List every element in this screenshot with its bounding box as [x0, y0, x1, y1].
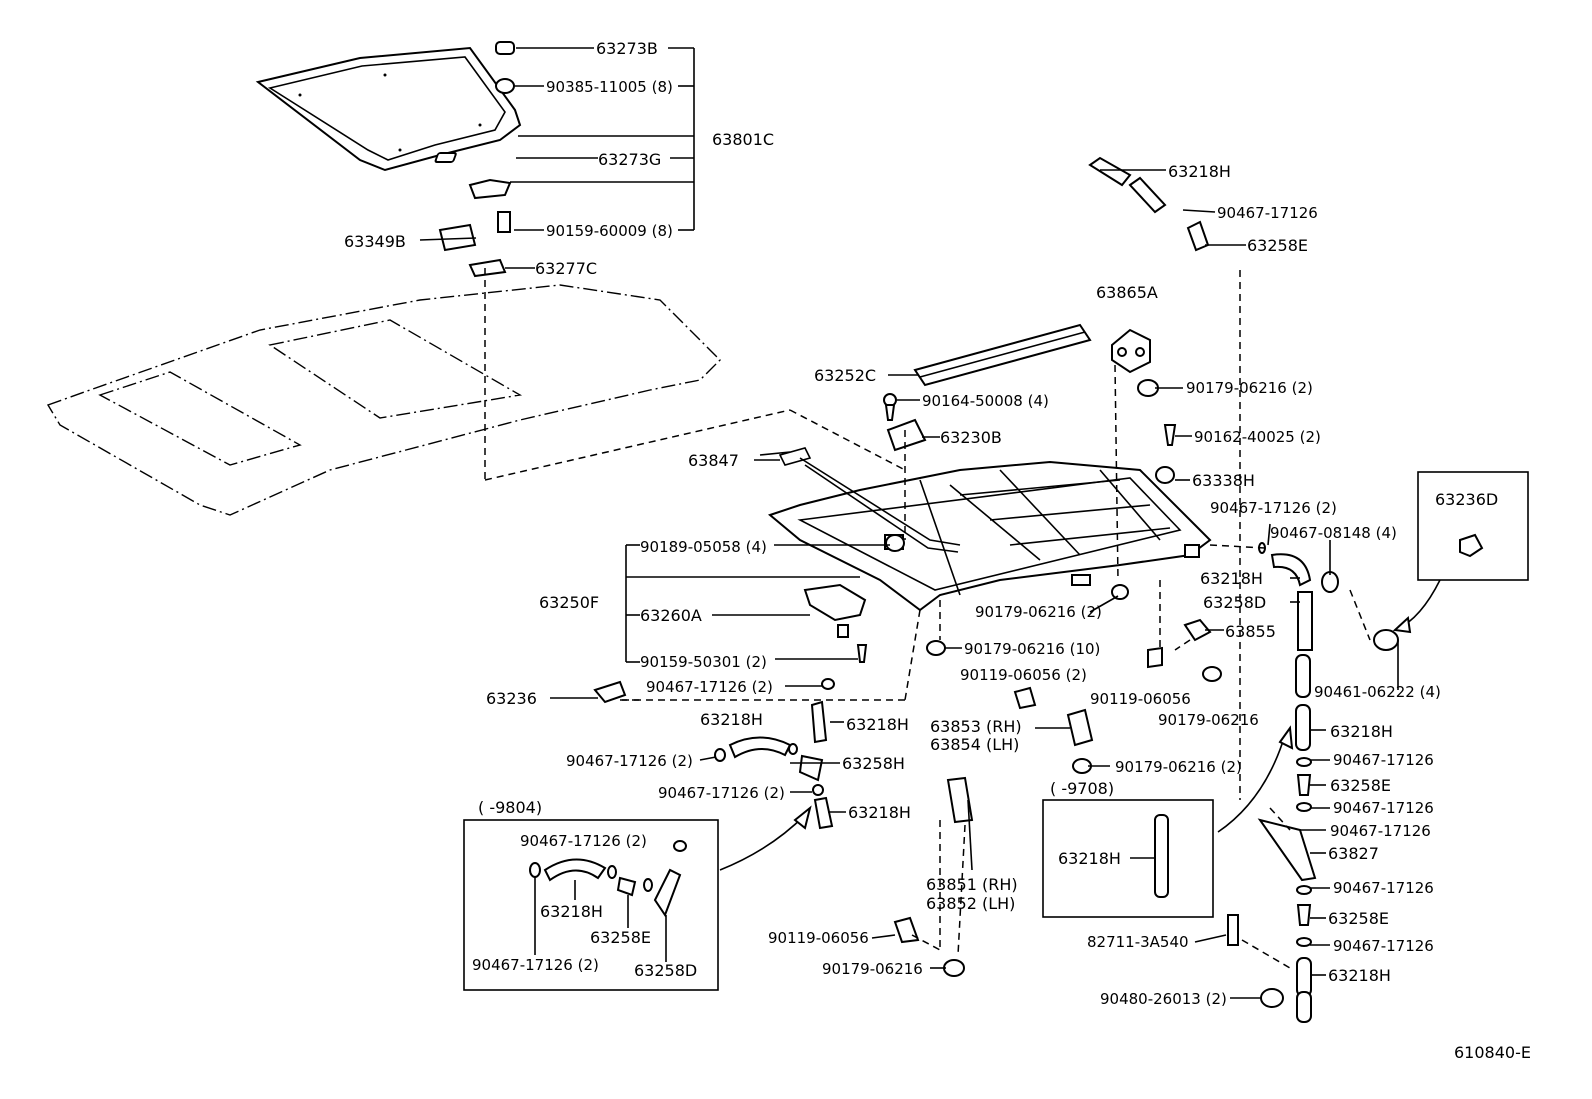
label-63258E-top: 63258E: [1247, 236, 1308, 255]
label-90467-2-right: 90467-17126 (2): [1210, 499, 1337, 517]
label-63218H-top: 63218H: [1168, 162, 1231, 181]
label-63273B: 63273B: [596, 39, 658, 58]
label-63260A: 63260A: [640, 606, 702, 625]
label-90467-2-left: 90467-17126 (2): [646, 678, 773, 696]
label-63218H-r3: 63218H: [1328, 966, 1391, 985]
brackets-63855-63853: [893, 618, 1212, 944]
label-90461: 90461-06222 (4): [1314, 683, 1441, 701]
label-90162: 90162-40025 (2): [1194, 428, 1321, 446]
label-9708: ( -9708): [1050, 779, 1114, 798]
label-63852: 63852 (LH): [926, 894, 1015, 913]
label-63847: 63847: [688, 451, 739, 470]
label-63855: 63855: [1225, 622, 1276, 641]
label-90467-r5: 90467-17126: [1333, 937, 1434, 955]
label-90467-r2: 90467-17126: [1333, 799, 1434, 817]
diagram-code: 610840-E: [1454, 1043, 1531, 1062]
box-9804: [463, 805, 812, 991]
bracket-63236: [593, 680, 627, 704]
label-63854: 63854 (LH): [930, 735, 1019, 754]
drive-cable: [759, 447, 961, 553]
label-90179-10: 90179-06216 (10): [964, 640, 1100, 658]
label-63218H-l3: 63218H: [848, 803, 911, 822]
labels: 63273B 90385-11005 (8) 63801C 63273G 901…: [344, 39, 1531, 1062]
bracket-63260A: [803, 583, 868, 663]
label-90480: 90480-26013 (2): [1100, 990, 1227, 1008]
label-90467-r3: 90467-17126: [1330, 822, 1431, 840]
label-63851: 63851 (RH): [926, 875, 1018, 894]
label-63218H-r1: 63218H: [1200, 569, 1263, 588]
label-82711: 82711-3A540: [1087, 933, 1189, 951]
label-63258D-r: 63258D: [1203, 593, 1266, 612]
label-90179-2b: 90179-06216 (2): [975, 603, 1102, 621]
label-90164: 90164-50008 (4): [922, 392, 1049, 410]
label-90119-b: 90119-06056: [768, 929, 869, 947]
label-63338H: 63338H: [1192, 471, 1255, 490]
label-63258E-r1: 63258E: [1330, 776, 1391, 795]
label-90467-2-left2: 90467-17126 (2): [566, 752, 693, 770]
label-63218H-l1: 63218H: [700, 710, 763, 729]
label-63801C: 63801C: [712, 130, 774, 149]
label-63349B: 63349B: [344, 232, 406, 251]
label-63865A: 63865A: [1096, 283, 1158, 302]
label-90179-b: 90179-06216: [822, 960, 923, 978]
label-63273G: 63273G: [598, 150, 661, 169]
label-90385: 90385-11005 (8): [546, 78, 673, 96]
leaders-top-left: [419, 47, 906, 481]
box-63236D: [1392, 471, 1529, 634]
label-63853: 63853 (RH): [930, 717, 1022, 736]
label-63230B: 63230B: [940, 428, 1002, 447]
label-box1-63218H: 63218H: [540, 902, 603, 921]
label-63277C: 63277C: [535, 259, 597, 278]
label-90189: 90189-05058 (4): [640, 538, 767, 556]
label-63218H-r2: 63218H: [1330, 722, 1393, 741]
label-63258H: 63258H: [842, 754, 905, 773]
label-box1-63258E: 63258E: [590, 928, 651, 947]
glass-panel: [255, 46, 522, 172]
label-90467-top: 90467-17126: [1217, 204, 1318, 222]
label-box1-90467-a: 90467-17126 (2): [520, 832, 647, 850]
label-90159-60009: 90159-60009 (8): [546, 222, 673, 240]
dashed-leaders: [620, 270, 1371, 969]
label-63236: 63236: [486, 689, 537, 708]
label-63218H-l2: 63218H: [846, 715, 909, 734]
bracket-63865A: [1111, 328, 1151, 374]
label-90159-50301: 90159-50301 (2): [640, 653, 767, 671]
label-90179-2c: 90179-06216 (2): [1115, 758, 1242, 776]
wind-deflector: [913, 323, 1092, 387]
label-90119-m: 90119-06056: [1090, 690, 1191, 708]
solid-leaders: [550, 169, 1399, 999]
box-9708: [1042, 725, 1294, 918]
label-63250F: 63250F: [539, 593, 599, 612]
label-box1-63258D: 63258D: [634, 961, 697, 980]
label-90179-2a: 90179-06216 (2): [1186, 379, 1313, 397]
label-63252C: 63252C: [814, 366, 876, 385]
label-90467-r1: 90467-17126: [1333, 751, 1434, 769]
label-63258E-r2: 63258E: [1328, 909, 1389, 928]
label-90119-2: 90119-06056 (2): [960, 666, 1087, 684]
label-90467-r4: 90467-17126: [1333, 879, 1434, 897]
label-90467-08148: 90467-08148 (4): [1270, 524, 1397, 542]
fasteners: [883, 379, 1284, 1008]
label-90179-m: 90179-06216: [1158, 711, 1259, 729]
label-63218H-box2: 63218H: [1058, 849, 1121, 868]
label-63236D: 63236D: [1435, 490, 1498, 509]
drain-hoses-right: [1088, 156, 1399, 1023]
label-9804: ( -9804): [478, 798, 542, 817]
roof-outline: [46, 284, 721, 516]
label-90467-2-left3: 90467-17126 (2): [658, 784, 785, 802]
label-box1-90467-b: 90467-17126 (2): [472, 956, 599, 974]
drain-hoses-left: [714, 678, 835, 830]
label-63827: 63827: [1328, 844, 1379, 863]
